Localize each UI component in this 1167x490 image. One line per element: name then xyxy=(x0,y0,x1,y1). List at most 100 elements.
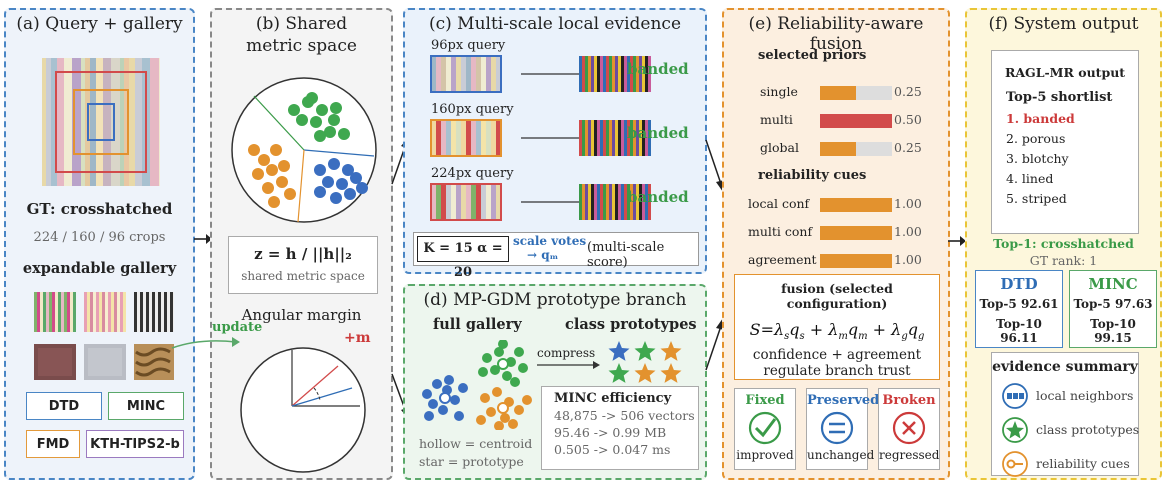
output-box: RAGL-MR output Top-5 shortlist 1. banded… xyxy=(991,50,1139,234)
texture-stripe xyxy=(43,292,46,332)
evidence-title: evidence summary xyxy=(992,359,1138,375)
match-texture-stripe xyxy=(624,56,627,92)
match-texture-stripe xyxy=(594,184,597,220)
query-crop-stripe xyxy=(451,120,456,156)
query-crop-stripe xyxy=(451,56,456,92)
match-texture-stripe xyxy=(591,56,594,92)
gallery-point xyxy=(486,407,496,417)
match-texture-stripe xyxy=(621,184,624,220)
cluster-point xyxy=(316,104,328,116)
panel-multiscale-evidence: (c) Multi-scale local evidence 96px quer… xyxy=(403,8,707,280)
svg-text:S=λsqs + λmqm + λgqg: S=λsqs + λmqm + λgqg xyxy=(750,320,925,342)
gallery-point xyxy=(450,395,460,405)
match-texture-stripe xyxy=(633,56,636,92)
texture-stripe xyxy=(58,292,61,332)
texture-stripe xyxy=(123,292,126,332)
match-texture-stripe xyxy=(621,120,624,156)
query-crop-stripe xyxy=(496,120,501,156)
outcome-title: Fixed xyxy=(745,393,785,408)
query-crop-stripe xyxy=(476,184,481,220)
texture-stripe xyxy=(143,292,146,332)
cluster-point xyxy=(278,160,290,172)
cluster-point xyxy=(328,158,340,170)
cluster-point xyxy=(356,182,368,194)
match-texture-stripe xyxy=(600,184,603,220)
outcome-caption: improved xyxy=(736,448,794,462)
outcome-check-icon xyxy=(748,411,782,445)
cluster-point xyxy=(344,188,356,200)
query-scale-label: 160px query xyxy=(431,102,514,117)
cluster-point xyxy=(268,196,280,208)
match-texture-stripe xyxy=(636,120,639,156)
texture-stripe xyxy=(64,292,67,332)
param-values: K = 15 α = 20 xyxy=(417,236,509,280)
cue-bar-fill xyxy=(820,254,892,268)
cue-value: 1.00 xyxy=(894,224,922,239)
cue-label: multi conf xyxy=(748,224,813,239)
cluster-point xyxy=(336,178,348,190)
outcome-caption: regressed xyxy=(879,448,940,462)
texture-stripe xyxy=(34,292,37,332)
crop-sizes: 224 / 160 / 96 crops xyxy=(33,230,166,245)
match-texture-stripe xyxy=(639,120,642,156)
query-crop-stripe xyxy=(436,184,441,220)
query-crop-stripe xyxy=(461,56,466,92)
match-texture-stripe xyxy=(627,184,630,220)
query-crop-stripe xyxy=(446,120,451,156)
query-crop-stripe xyxy=(466,184,471,220)
texture-stripe xyxy=(61,292,64,332)
minc-name: MINC xyxy=(1088,275,1138,293)
query-crop-stripe xyxy=(446,184,451,220)
match-texture-stripe xyxy=(579,56,582,92)
gallery-point xyxy=(522,395,532,405)
gallery-point xyxy=(500,413,510,423)
prior-value: 0.25 xyxy=(894,84,922,99)
query-crop-stripe xyxy=(471,120,476,156)
cue-bar-track xyxy=(820,198,892,212)
texture-stripe xyxy=(84,292,87,332)
match-texture-stripe xyxy=(579,184,582,220)
texture-stripe xyxy=(146,292,149,332)
query-crop-stripe xyxy=(481,56,486,92)
gt-rank: GT rank: 1 xyxy=(1029,253,1098,268)
fusion-note-1: confidence + agreement xyxy=(752,347,922,363)
match-texture-stripe xyxy=(642,56,645,92)
cluster-point xyxy=(314,164,326,176)
shortlist-item: 3. blotchy xyxy=(1006,151,1069,166)
texture-stripe xyxy=(57,58,64,186)
minc-metrics-card: MINC Top-5 97.63 Top-10 99.15 xyxy=(1069,270,1157,348)
texture-stripe xyxy=(150,58,159,186)
prior-value: 0.50 xyxy=(894,112,922,127)
match-texture-stripe xyxy=(624,120,627,156)
fusion-note-2: regulate branch trust xyxy=(763,363,911,379)
query-crop-stripe xyxy=(491,120,496,156)
match-texture-stripe xyxy=(606,184,609,220)
gallery-point xyxy=(502,371,512,381)
match-texture-stripe xyxy=(609,184,612,220)
query-crop-stripe xyxy=(491,184,496,220)
query-crop-stripe xyxy=(496,56,501,92)
cue-label: agreement xyxy=(748,252,817,267)
query-crop-stripe xyxy=(486,120,491,156)
texture-stripe xyxy=(40,292,43,332)
match-texture-stripe xyxy=(624,184,627,220)
efficiency-row: 0.505 -> 0.047 ms xyxy=(554,442,671,457)
gallery-point xyxy=(424,411,434,421)
cluster-point xyxy=(330,102,342,114)
panel-prototype-branch: (d) MP-GDM prototype branch full gallery… xyxy=(403,284,707,480)
angular-margin-circle xyxy=(240,347,366,473)
match-texture-stripe xyxy=(588,184,591,220)
match-texture-stripe xyxy=(615,120,618,156)
cluster-point xyxy=(284,188,296,200)
texture-stripe xyxy=(87,292,90,332)
match-texture-stripe xyxy=(594,56,597,92)
full-gallery-label: full gallery xyxy=(433,316,522,333)
gallery-point xyxy=(494,347,504,357)
query-crop-stripe xyxy=(456,56,461,92)
cluster-point xyxy=(328,114,340,126)
cluster-point xyxy=(342,164,354,176)
match-texture-stripe xyxy=(591,120,594,156)
cue-bar-track xyxy=(820,226,892,240)
gallery-point xyxy=(422,389,432,399)
